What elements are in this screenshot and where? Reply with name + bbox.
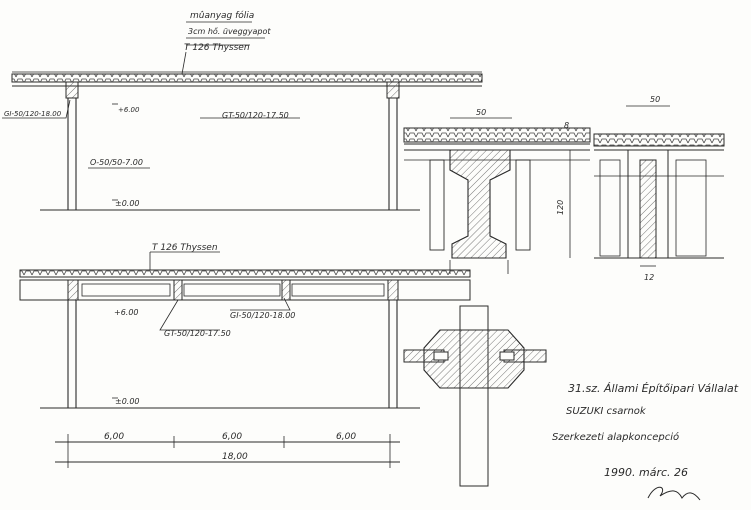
bottom-roof-deck bbox=[19, 269, 471, 278]
top-elevation: mûanyag fólia 3cm hő. üveggyapot T 126 T… bbox=[2, 10, 483, 211]
label-top-deck: T 126 Thyssen bbox=[184, 43, 250, 53]
girder-web bbox=[639, 159, 657, 259]
top-beam-head-right bbox=[386, 81, 400, 99]
detail-a-height: 120 bbox=[556, 200, 565, 215]
top-column-right bbox=[388, 98, 398, 210]
bottom-girder bbox=[19, 279, 471, 301]
top-beam-head-left bbox=[65, 81, 79, 99]
label-top-ground: ±0.00 bbox=[115, 199, 140, 208]
label-roof-insulation: 3cm hő. üveggyapot bbox=[188, 27, 271, 36]
detail-girder-section: 50 12 bbox=[593, 95, 725, 282]
detail-joint bbox=[403, 305, 547, 487]
label-top-girder: GT-50/120-17.50 bbox=[222, 111, 289, 120]
detail-b-bottom: 12 bbox=[644, 273, 654, 282]
title-company: 31.sz. Állami Építőipari Vállalat bbox=[568, 382, 739, 395]
top-roof-deck bbox=[11, 73, 483, 83]
label-bottom-ground: ±0.00 bbox=[115, 397, 140, 406]
label-bottom-height: +6.00 bbox=[114, 308, 139, 317]
label-bottom-deck: T 126 Thyssen bbox=[152, 243, 218, 253]
title-date: 1990. márc. 26 bbox=[604, 466, 688, 479]
label-roof-membrane: mûanyag fólia bbox=[190, 10, 254, 21]
dim-2: 6,00 bbox=[222, 432, 242, 442]
label-top-height: +6.00 bbox=[118, 106, 140, 114]
title-subject: Szerkezeti alapkoncepció bbox=[552, 431, 679, 443]
dim-1: 6,00 bbox=[104, 432, 124, 442]
bottom-elevation: T 126 Thyssen +6.00 GI-50/120-18.00 GT-5… bbox=[19, 243, 471, 409]
signature bbox=[647, 486, 701, 501]
detail-a-offset: 8 bbox=[564, 121, 569, 130]
dim-3: 6,00 bbox=[336, 432, 356, 442]
detail-b-width: 50 bbox=[650, 95, 660, 104]
title-project: SUZUKI csarnok bbox=[566, 406, 647, 417]
bottom-column-right bbox=[388, 300, 398, 408]
label-bottom-girder: GT-50/120-17.50 bbox=[164, 329, 231, 338]
top-column-left bbox=[67, 98, 77, 210]
bottom-column-left bbox=[67, 300, 77, 408]
detail-a-width: 50 bbox=[476, 108, 486, 117]
dimension-chain: 6,00 6,00 6,00 18,00 bbox=[55, 432, 400, 468]
detail-beam-section: 50 120 8 bbox=[403, 108, 591, 274]
dim-total: 18,00 bbox=[222, 452, 248, 462]
title-block: 31.sz. Állami Építőipari Vállalat SUZUKI… bbox=[552, 382, 739, 501]
label-bottom-beam: GI-50/120-18.00 bbox=[230, 311, 295, 320]
label-column: O-50/50-7.00 bbox=[90, 158, 143, 167]
label-left-beam: GI-50/120-18.00 bbox=[4, 110, 62, 118]
i-beam-section bbox=[449, 149, 511, 259]
